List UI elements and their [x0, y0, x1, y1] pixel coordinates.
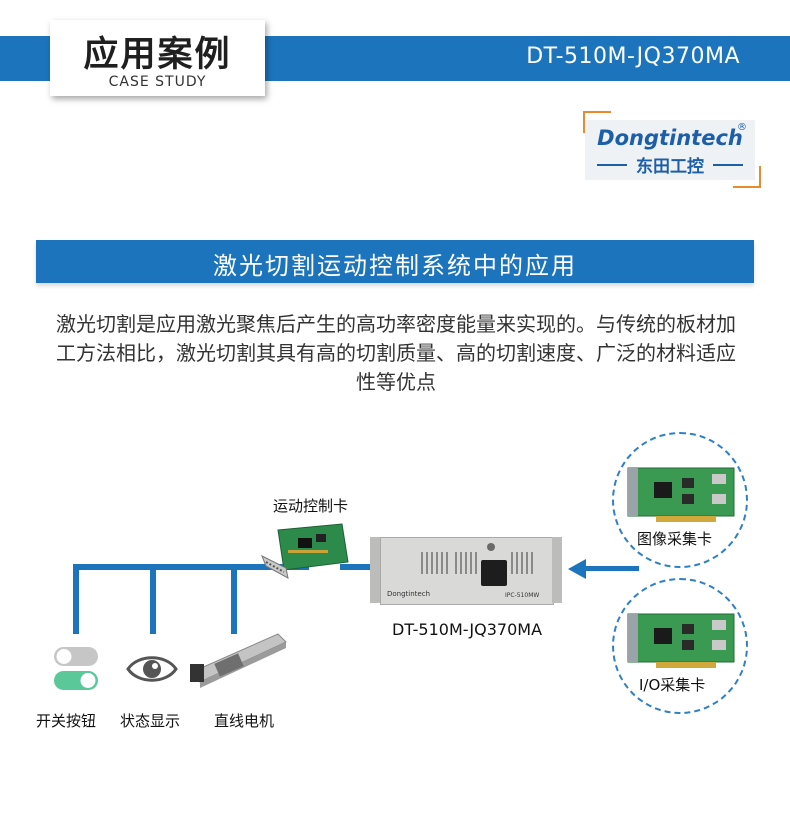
pc-vent-mid — [455, 552, 477, 574]
motion-card-label: 运动控制卡 — [273, 497, 349, 515]
page-title: 应用案例 — [83, 35, 232, 75]
device-label-display: 状态显示 — [120, 712, 181, 730]
toggle-switch-icon — [54, 647, 98, 690]
logo-corner-line — [733, 186, 761, 188]
section-title-bar: 激光切割运动控制系统中的应用 — [36, 240, 754, 283]
drop-line-display — [150, 564, 156, 634]
device-label-switch: 开关按钮 — [36, 712, 97, 730]
bus-line — [73, 564, 309, 570]
pc-label: DT-510M-JQ370MA — [392, 620, 543, 639]
pc-brand: Dongtintech — [387, 590, 431, 598]
logo-corner-line — [583, 111, 611, 113]
io-capture-card-circle — [612, 578, 748, 714]
logo-text-en: Dongtintech — [597, 126, 743, 150]
page-subtitle: CASE STUDY — [108, 74, 207, 90]
brand-logo: Dongtintech ® 东田工控 — [585, 120, 755, 180]
device-label-motor: 直线电机 — [214, 712, 275, 730]
logo-corner-line — [759, 166, 761, 188]
motion-control-card-icon — [261, 523, 349, 579]
image-capture-card-icon — [627, 467, 735, 522]
drop-line-motor — [231, 564, 237, 634]
logo-text-cn: 东田工控 — [636, 157, 704, 177]
pc-vent-right — [511, 552, 535, 574]
pc-model-tag: IPC-510MW — [505, 592, 540, 599]
logo-dash-right — [713, 164, 743, 166]
header-model: DT-510M-JQ370MA — [526, 44, 740, 69]
section-title: 激光切割运动控制系统中的应用 — [213, 252, 577, 280]
image-capture-card-label: 图像采集卡 — [635, 528, 715, 549]
drop-line-switch — [73, 564, 79, 634]
power-button-icon — [487, 543, 495, 551]
section-paragraph: 激光切割是应用激光聚焦后产生的高功率密度能量来实现的。与传统的板材加工方法相比，… — [56, 312, 736, 394]
eye-icon — [126, 656, 178, 682]
pc-front-panel — [481, 560, 507, 586]
header-title-card: 应用案例 CASE STUDY — [50, 20, 265, 96]
industrial-pc: Dongtintech IPC-510MW — [380, 537, 554, 605]
pc-rack-ear-left — [370, 537, 380, 603]
pc-rack-ear-right — [552, 537, 562, 603]
arrow-shaft — [585, 566, 639, 571]
bus-line-to-pc — [340, 564, 380, 570]
logo-dash-left — [597, 164, 627, 166]
io-capture-card-label: I/O采集卡 — [637, 674, 708, 695]
arrow-left-icon — [568, 559, 586, 579]
io-capture-card-icon — [627, 613, 735, 668]
linear-motor-icon — [190, 633, 287, 688]
pc-vent-left — [421, 552, 451, 574]
logo-registered-mark: ® — [737, 122, 747, 133]
logo-corner-line — [583, 111, 585, 133]
